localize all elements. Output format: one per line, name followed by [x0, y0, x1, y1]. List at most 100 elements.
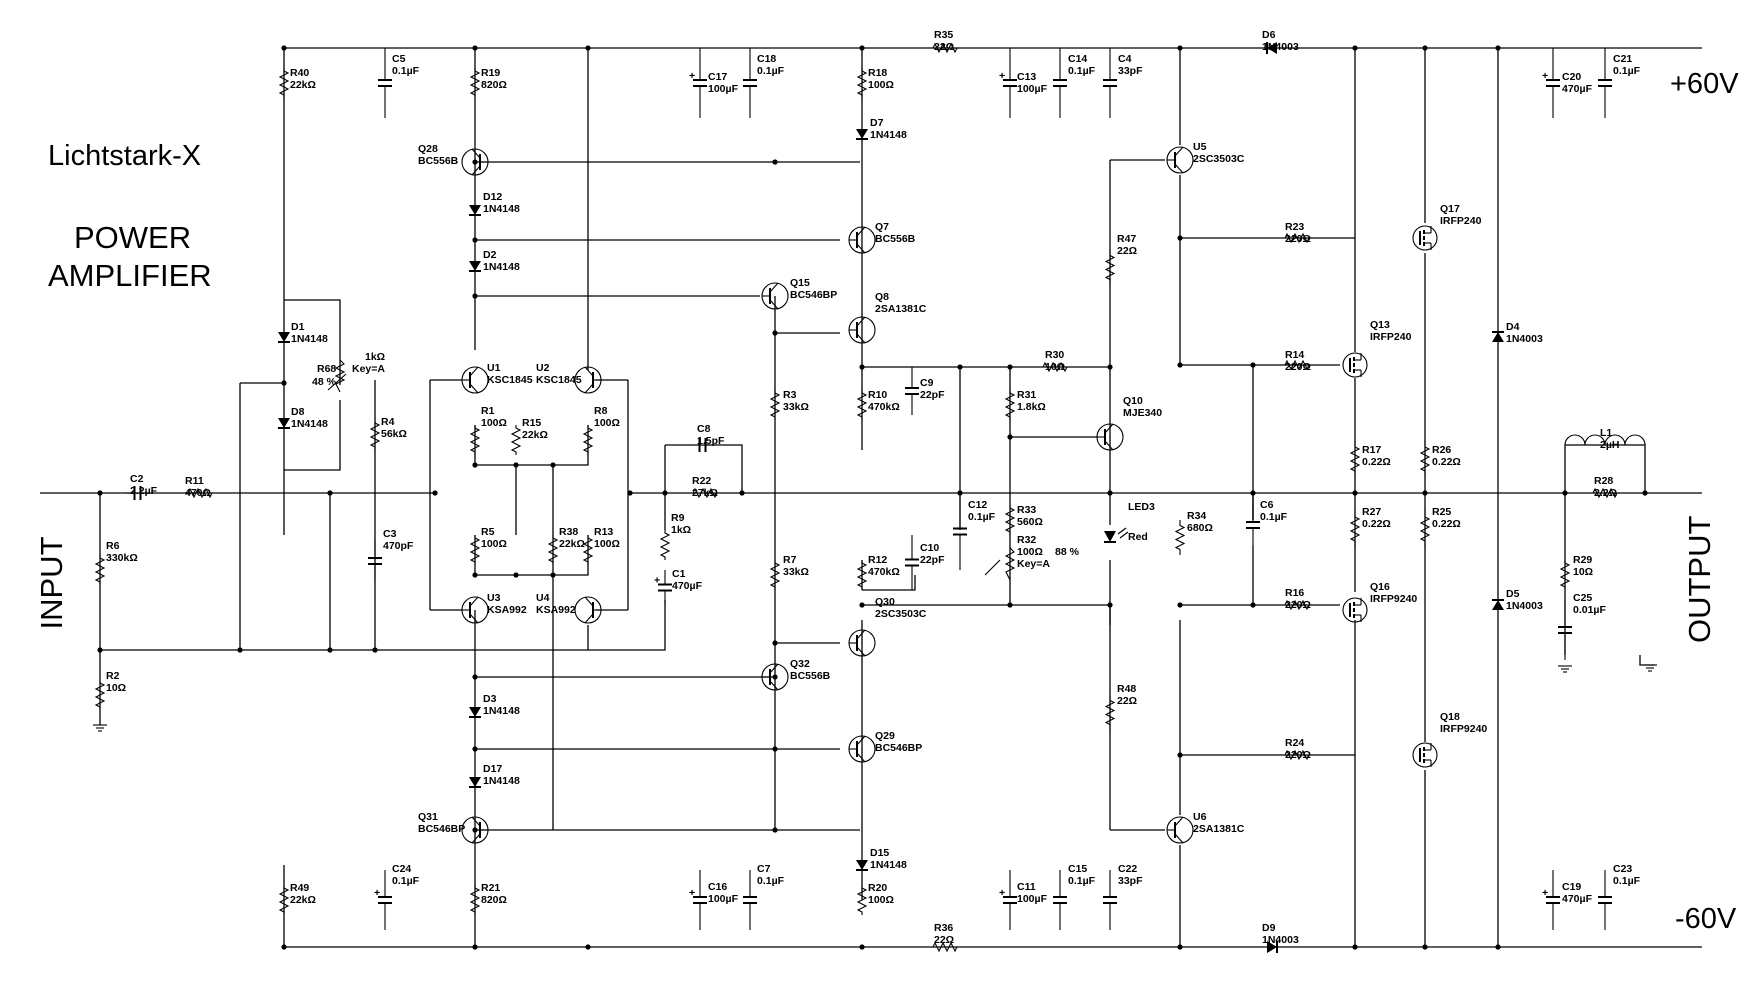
- wire: [100, 600, 666, 651]
- junction-dot: [1107, 602, 1113, 608]
- junction-dot: [1177, 362, 1183, 368]
- value-r1: 100Ω: [481, 417, 507, 429]
- transistor-u1: [461, 366, 489, 394]
- ref-q32: Q32: [790, 658, 810, 670]
- ref-u3: U3: [487, 592, 501, 604]
- wire: [862, 575, 916, 591]
- value-r27: 0.22Ω: [1362, 518, 1391, 530]
- value-u3: KSA992: [487, 604, 527, 616]
- value-r16: 220Ω: [1285, 599, 1311, 611]
- ref-q18: Q18: [1440, 711, 1460, 723]
- junction-dot: [1352, 944, 1358, 950]
- ref-r38: R38: [559, 526, 578, 538]
- value-r19: 820Ω: [481, 79, 507, 91]
- junction-dot: [1107, 364, 1113, 370]
- ref-c22: C22: [1118, 863, 1137, 875]
- value-r25: 0.22Ω: [1432, 518, 1461, 530]
- negative-rail-label: -60V: [1675, 903, 1737, 935]
- mosfet-q17: [1412, 225, 1438, 251]
- transistor-q30: [848, 629, 876, 657]
- value-c11: 100µF: [1017, 893, 1048, 905]
- junction-dot: [1422, 45, 1428, 51]
- value-c21: 0.1µF: [1613, 65, 1641, 77]
- capacitor-c25: [1558, 600, 1572, 660]
- value-c22: 33pF: [1118, 875, 1143, 887]
- resistor-r28: [1590, 487, 1620, 499]
- resistor-r47: [1104, 250, 1116, 285]
- ref-r21: R21: [481, 882, 500, 894]
- transistor-q10: [1096, 423, 1124, 451]
- value-c6: 0.1µF: [1260, 511, 1288, 523]
- value-d12: 1N4148: [483, 203, 520, 215]
- resistor-r5: [469, 535, 481, 565]
- resistor-r13: [582, 535, 594, 565]
- junction-dot: [859, 944, 865, 950]
- transistor-q7: [848, 226, 876, 254]
- ref-c5: C5: [392, 53, 406, 65]
- output-label: OUTPUT: [1682, 515, 1717, 643]
- value-d2: 1N4148: [483, 261, 520, 273]
- ref-u6: U6: [1193, 811, 1207, 823]
- ref-r2: R2: [106, 670, 120, 682]
- ref-r49: R49: [290, 882, 309, 894]
- junction-dot: [772, 159, 778, 165]
- junction-dot: [327, 490, 333, 496]
- value-q15: BC546BP: [790, 289, 837, 301]
- transistor-u2: [574, 366, 602, 394]
- resistor-r19: [469, 68, 481, 98]
- value-r13: 100Ω: [594, 538, 620, 550]
- value-u5: 2SC3503C: [1193, 153, 1245, 165]
- label-c2: C22.2µF: [130, 473, 158, 497]
- value-r4: 56kΩ: [381, 428, 407, 440]
- ground-symbol: [1643, 664, 1657, 672]
- value-q8: 2SA1381C: [875, 303, 927, 315]
- transistor-u5: [1166, 146, 1194, 174]
- polarity-mark: +: [1542, 887, 1548, 899]
- value-c5: 0.1µF: [392, 65, 420, 77]
- resistor-r25: [1419, 510, 1431, 548]
- ref-u4: U4: [536, 592, 550, 604]
- ref-c13: C13: [1017, 71, 1036, 83]
- value-r34: 680Ω: [1187, 522, 1213, 534]
- value-q7: BC556B: [875, 233, 916, 245]
- resistor-r40: [278, 68, 290, 98]
- ref-d12: D12: [483, 191, 502, 203]
- resistor-r6: [94, 555, 106, 585]
- inductor-l1: [1564, 434, 1646, 446]
- ref-q10: Q10: [1123, 395, 1143, 407]
- resistor-r12: [856, 560, 868, 590]
- ref-r25: R25: [1432, 506, 1451, 518]
- junction-dot: [772, 330, 778, 336]
- ref-c19: C19: [1562, 881, 1581, 893]
- ref-u5: U5: [1193, 141, 1207, 153]
- capacitor-c14: [1053, 48, 1067, 118]
- ref-r16: R16: [1285, 587, 1304, 599]
- value-c10: 22pF: [920, 554, 945, 566]
- ref-r48: R48: [1117, 683, 1136, 695]
- junction-dot: [1177, 944, 1183, 950]
- diode-d3: [469, 707, 481, 718]
- junction-dot: [1495, 944, 1501, 950]
- ref-r27: R27: [1362, 506, 1381, 518]
- capacitor-c9: [905, 367, 919, 415]
- polarity-mark: +: [999, 70, 1005, 82]
- value-c16: 100µF: [708, 893, 739, 905]
- mosfet-q13: [1342, 352, 1368, 378]
